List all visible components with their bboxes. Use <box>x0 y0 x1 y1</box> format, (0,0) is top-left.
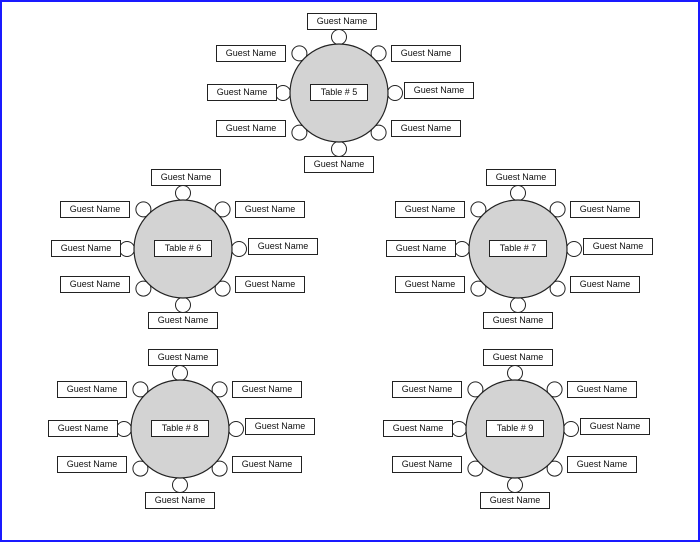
chair <box>454 241 470 257</box>
guest-name-label: Guest Name <box>232 381 302 398</box>
chair <box>231 241 247 257</box>
guest-name-label: Guest Name <box>304 156 374 173</box>
chair <box>172 477 188 493</box>
chair <box>172 365 188 381</box>
chair <box>175 297 191 313</box>
guest-name-label: Guest Name <box>580 418 650 435</box>
chair <box>370 45 387 62</box>
chair <box>135 280 152 297</box>
chair <box>387 85 403 101</box>
table-label: Table # 7 <box>489 240 547 257</box>
guest-name-label: Guest Name <box>391 45 461 62</box>
guest-name-label: Guest Name <box>392 456 462 473</box>
guest-name-label: Guest Name <box>57 456 127 473</box>
guest-name-label: Guest Name <box>383 420 453 437</box>
chair <box>211 460 228 477</box>
guest-name-label: Guest Name <box>483 349 553 366</box>
chair <box>275 85 291 101</box>
guest-name-label: Guest Name <box>307 13 377 30</box>
chair <box>370 124 387 141</box>
guest-name-label: Guest Name <box>583 238 653 255</box>
guest-name-label: Guest Name <box>235 201 305 218</box>
chair <box>331 141 347 157</box>
chair <box>549 201 566 218</box>
guest-name-label: Guest Name <box>151 169 221 186</box>
chair <box>214 280 231 297</box>
chair <box>116 421 132 437</box>
guest-name-label: Guest Name <box>486 169 556 186</box>
chair <box>211 381 228 398</box>
guest-name-label: Guest Name <box>404 82 474 99</box>
chair <box>331 29 347 45</box>
guest-name-label: Guest Name <box>570 276 640 293</box>
guest-name-label: Guest Name <box>60 276 130 293</box>
guest-name-label: Guest Name <box>248 238 318 255</box>
guest-name-label: Guest Name <box>60 201 130 218</box>
guest-name-label: Guest Name <box>207 84 277 101</box>
chair <box>510 297 526 313</box>
guest-name-label: Guest Name <box>232 456 302 473</box>
chair <box>563 421 579 437</box>
chair <box>507 477 523 493</box>
guest-name-label: Guest Name <box>395 276 465 293</box>
chair <box>451 421 467 437</box>
chair <box>467 460 484 477</box>
chair <box>546 381 563 398</box>
table-label: Table # 5 <box>310 84 368 101</box>
guest-name-label: Guest Name <box>235 276 305 293</box>
guest-name-label: Guest Name <box>483 312 553 329</box>
chair <box>119 241 135 257</box>
guest-name-label: Guest Name <box>567 381 637 398</box>
chair <box>135 201 152 218</box>
guest-name-label: Guest Name <box>567 456 637 473</box>
chair <box>546 460 563 477</box>
chair <box>507 365 523 381</box>
table-label: Table # 8 <box>151 420 209 437</box>
chair <box>214 201 231 218</box>
chair <box>132 460 149 477</box>
chair <box>566 241 582 257</box>
chair <box>132 381 149 398</box>
guest-name-label: Guest Name <box>570 201 640 218</box>
guest-name-label: Guest Name <box>245 418 315 435</box>
guest-name-label: Guest Name <box>48 420 118 437</box>
table-label: Table # 6 <box>154 240 212 257</box>
guest-name-label: Guest Name <box>392 381 462 398</box>
guest-name-label: Guest Name <box>391 120 461 137</box>
chair <box>228 421 244 437</box>
guest-name-label: Guest Name <box>395 201 465 218</box>
chair <box>470 280 487 297</box>
guest-name-label: Guest Name <box>51 240 121 257</box>
chair <box>470 201 487 218</box>
guest-name-label: Guest Name <box>148 349 218 366</box>
guest-name-label: Guest Name <box>57 381 127 398</box>
chair <box>510 185 526 201</box>
chair <box>467 381 484 398</box>
chair <box>175 185 191 201</box>
chair <box>291 45 308 62</box>
chair <box>291 124 308 141</box>
guest-name-label: Guest Name <box>216 45 286 62</box>
guest-name-label: Guest Name <box>148 312 218 329</box>
guest-name-label: Guest Name <box>480 492 550 509</box>
guest-name-label: Guest Name <box>145 492 215 509</box>
chair <box>549 280 566 297</box>
table-label: Table # 9 <box>486 420 544 437</box>
guest-name-label: Guest Name <box>386 240 456 257</box>
guest-name-label: Guest Name <box>216 120 286 137</box>
